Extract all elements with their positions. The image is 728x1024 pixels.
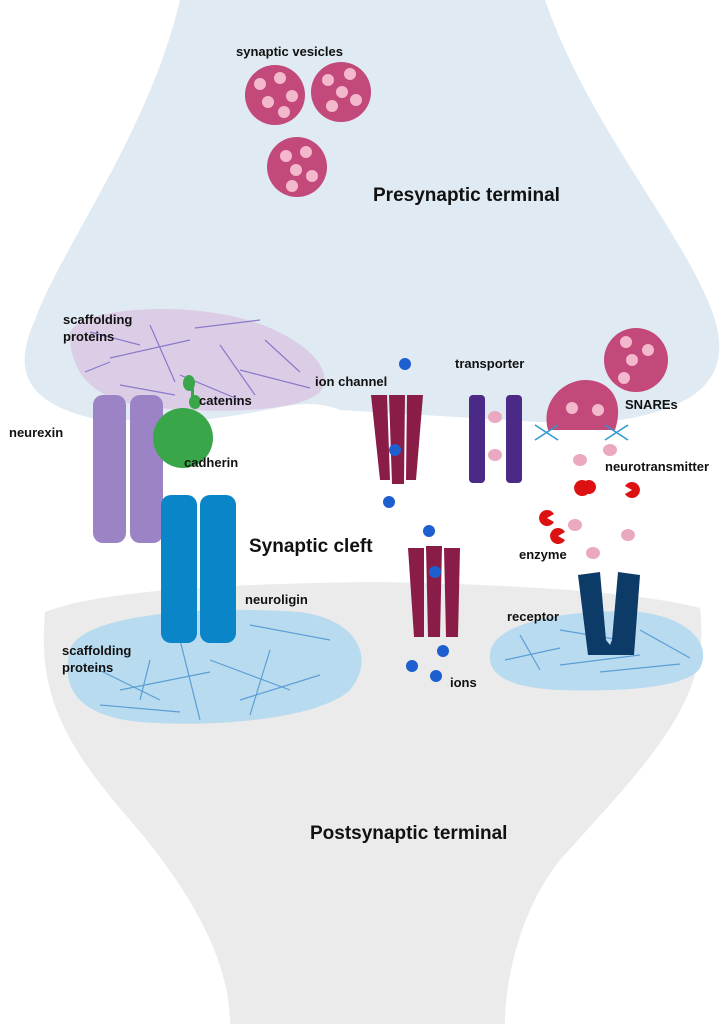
- label-neurexin: neurexin: [9, 425, 63, 440]
- postsynaptic-ion-channel: [408, 546, 460, 637]
- label-scaffolding-proteins-bottom-line1: scaffolding: [62, 643, 131, 658]
- cadherin: [153, 408, 213, 468]
- label-enzyme: enzyme: [519, 547, 567, 562]
- label-synaptic-cleft: Synaptic cleft: [249, 536, 373, 557]
- synaptic-vesicle: [311, 62, 371, 122]
- label-synaptic-vesicles: synaptic vesicles: [236, 44, 343, 59]
- presynaptic-ion-channel: [371, 395, 423, 484]
- label-scaffolding-proteins-bottom-line2: proteins: [62, 660, 113, 675]
- synaptic-vesicle: [267, 137, 327, 197]
- ions: [383, 358, 449, 682]
- postsynaptic-scaffolding-proteins-left: [67, 609, 362, 724]
- label-ion-channel: ion channel: [315, 374, 387, 389]
- label-presynaptic-terminal: Presynaptic terminal: [373, 185, 560, 206]
- label-cadherin: cadherin: [184, 455, 238, 470]
- enzymes: [539, 479, 640, 544]
- label-receptor: receptor: [507, 609, 559, 624]
- neuroligin: [161, 495, 236, 643]
- presynaptic-scaffolding-proteins: [69, 309, 325, 411]
- receptor: [578, 572, 640, 655]
- label-scaffolding-proteins-top-line2: proteins: [63, 329, 114, 344]
- label-neurotransmitter: neurotransmitter: [605, 459, 709, 474]
- catenins: [183, 375, 201, 409]
- label-ions: ions: [450, 675, 477, 690]
- label-postsynaptic-terminal: Postsynaptic terminal: [310, 823, 507, 844]
- label-transporter: transporter: [455, 356, 524, 371]
- docking-vesicle: [546, 380, 619, 430]
- label-snares: SNAREs: [625, 397, 678, 412]
- label-catenins: catenins: [199, 393, 252, 408]
- transporter: [469, 395, 522, 483]
- label-neuroligin: neuroligin: [245, 592, 308, 607]
- transported-neurotransmitter: [488, 411, 502, 461]
- label-scaffolding-proteins-top-line1: scaffolding: [63, 312, 132, 327]
- synaptic-vesicle: [245, 65, 305, 125]
- synaptic-vesicle: [604, 328, 668, 392]
- snares-complex: [534, 424, 629, 441]
